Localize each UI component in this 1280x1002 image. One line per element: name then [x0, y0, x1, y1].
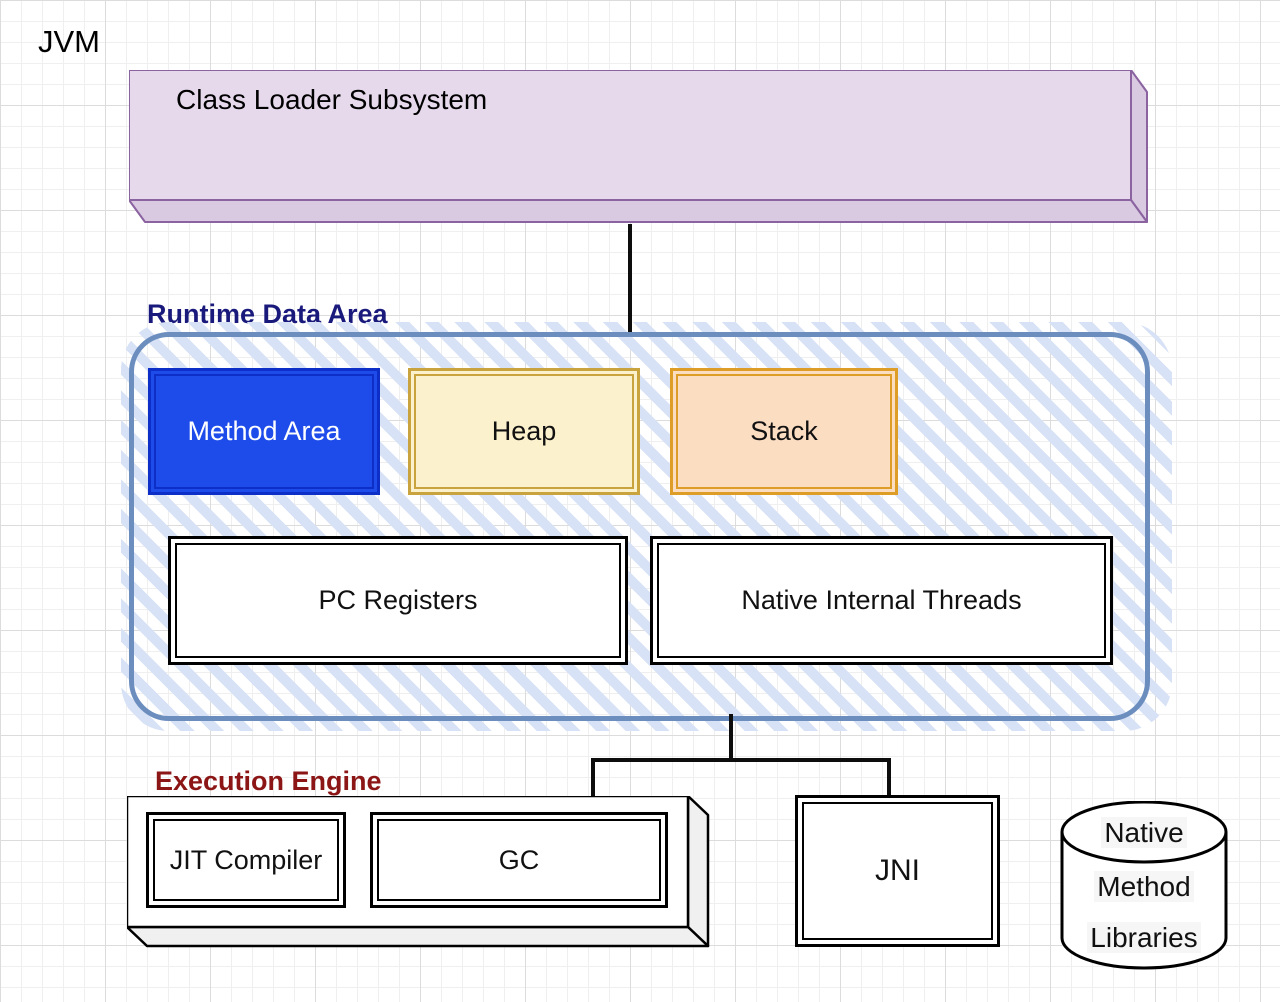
stack-box: Stack: [670, 368, 898, 495]
jvm-label: JVM: [38, 24, 100, 59]
native-internal-threads-box: Native Internal Threads: [650, 536, 1113, 665]
stack-label: Stack: [750, 416, 818, 446]
heap-label: Heap: [491, 416, 557, 446]
connector-runtime-stem: [729, 714, 733, 760]
native-method-libraries-line2: Method: [1058, 871, 1230, 903]
heap-box: Heap: [408, 368, 640, 495]
jit-compiler-label: JIT Compiler: [169, 844, 323, 875]
gc-label: GC: [498, 844, 540, 875]
method-area-label: Method Area: [187, 416, 341, 446]
native-internal-threads-label: Native Internal Threads: [741, 585, 1022, 615]
pc-registers-box: PC Registers: [168, 536, 628, 665]
class-loader-subsystem-shape: [129, 70, 1148, 223]
connector-classloader-runtime: [628, 224, 632, 332]
jni-label: JNI: [875, 854, 920, 887]
method-area-box: Method Area: [148, 368, 380, 495]
pc-registers-label: PC Registers: [318, 585, 478, 615]
jni-box: JNI: [795, 795, 1000, 947]
gc-box: GC: [370, 812, 668, 908]
connector-drop-jni: [887, 758, 891, 797]
connector-drop-execution-engine: [591, 758, 595, 799]
class-loader-subsystem-label: Class Loader Subsystem: [176, 84, 488, 115]
jit-compiler-box: JIT Compiler: [146, 812, 346, 908]
execution-engine-label: Execution Engine: [155, 766, 382, 796]
native-method-libraries-line1: Native: [1058, 817, 1230, 849]
native-method-libraries-line3: Libraries: [1058, 922, 1230, 954]
connector-branch-horizontal: [591, 758, 891, 762]
runtime-data-area-container: [129, 332, 1150, 721]
